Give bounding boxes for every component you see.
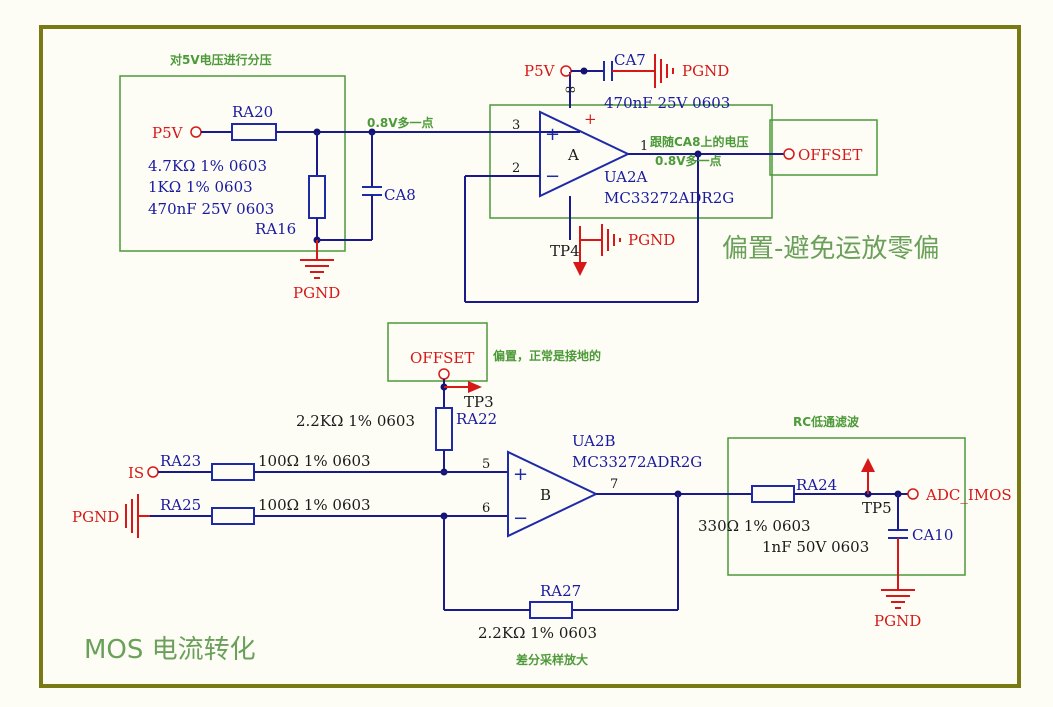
ca10-value: 1nF 50V 0603 (762, 538, 869, 556)
opamp-a-vplus-mark: + (584, 110, 597, 128)
junction (580, 67, 588, 75)
is-label: IS (128, 464, 144, 482)
ra16-ref: RA16 (255, 220, 296, 238)
divider-title: 对5V电压进行分压 (170, 52, 272, 67)
resistor-ra23 (211, 463, 255, 481)
p5v-left-port (190, 126, 202, 138)
follow-note-1: 跟随CA8上的电压 (650, 134, 748, 149)
pgnd-opamp-a-label: PGND (628, 231, 675, 249)
opamp-b-pin5: 5 (482, 457, 490, 472)
mos-section-title: MOS 电流转化 (84, 635, 256, 665)
offset-out-port (783, 148, 795, 160)
opamp-a-pin2: 2 (512, 161, 520, 176)
ra22-ref: RA22 (456, 410, 497, 428)
ca8-ref: CA8 (384, 186, 416, 204)
tp4-arrow (573, 262, 587, 276)
ca10-ref: CA10 (912, 526, 953, 544)
offset-out-label: OFFSET (798, 146, 862, 164)
opamp-a-ref: UA2A (604, 168, 648, 186)
offset-in-label: OFFSET (410, 349, 474, 367)
offset-note: 偏置，正常是接地的 (493, 348, 601, 363)
ra20-ref: RA20 (232, 103, 273, 121)
resistor-ra22 (435, 407, 453, 451)
ra27-value: 2.2KΩ 1% 0603 (478, 624, 597, 642)
ra23-value: 100Ω 1% 0603 (258, 452, 371, 470)
nc-mark: ∞ (564, 80, 577, 98)
tp4-label: TP4 (550, 242, 580, 260)
ra24-value: 330Ω 1% 0603 (698, 517, 811, 535)
opamp-a-pin1: 1 (640, 139, 648, 154)
ra27-ref: RA27 (540, 582, 581, 600)
opamp-a-minus: − (545, 166, 560, 187)
ra24-ref: RA24 (796, 476, 837, 494)
opamp-a-unit: A (567, 146, 579, 164)
pgnd-ca10-label: PGND (874, 612, 921, 630)
pgnd-divider-label: PGND (293, 284, 340, 302)
opamp-a-group-box (489, 104, 773, 219)
adc-port (907, 488, 919, 500)
opamp-a-pin3: 3 (512, 118, 520, 133)
opamp-b-part: MC33272ADR2G (572, 453, 702, 471)
offset-out-box (769, 119, 878, 176)
opamp-b-pin6: 6 (482, 501, 490, 516)
rc-filter-title: RC低通滤波 (793, 414, 860, 429)
resistor-ra27 (529, 601, 573, 619)
net-08v-label: 0.8V多一点 (367, 115, 434, 130)
offset-in-box (387, 322, 488, 382)
p5v-left-label: P5V (152, 124, 184, 142)
opamp-b-unit: B (540, 486, 551, 504)
ca7-value: 470nF 25V 0603 (604, 94, 730, 112)
opamp-a-plus: + (545, 124, 560, 145)
divider-group-box (119, 75, 346, 252)
is-port (147, 466, 159, 478)
rc-filter-box (727, 437, 966, 576)
opamp-b-symbol (507, 450, 599, 538)
opamp-a-symbol (539, 110, 631, 198)
ca7-ref: CA7 (614, 51, 646, 69)
follow-note-2: 0.8V多一点 (655, 153, 722, 168)
resistor-ra20 (231, 123, 277, 141)
ra25-value: 100Ω 1% 0603 (258, 496, 371, 514)
opamp-b-ref: UA2B (572, 432, 616, 450)
ca8-value: 470nF 25V 0603 (148, 200, 274, 218)
pgnd-ca7-label: PGND (682, 62, 729, 80)
opamp-b-minus: − (513, 508, 528, 529)
p5v-top-label: P5V (524, 62, 556, 80)
diff-note: 差分采样放大 (515, 652, 588, 667)
p5v-top-port (560, 65, 572, 77)
tp5-label: TP5 (862, 499, 892, 517)
ra16-value: 1KΩ 1% 0603 (148, 178, 253, 196)
opamp-b-pin7: 7 (610, 477, 618, 492)
tp3-arrow (468, 381, 482, 393)
resistor-ra16 (308, 175, 326, 219)
offset-in-port (438, 368, 450, 380)
resistor-ra24 (751, 485, 795, 503)
opamp-a-part: MC33272ADR2G (604, 189, 734, 207)
ra22-value: 2.2KΩ 1% 0603 (296, 412, 415, 430)
adc-label: ADC_IMOS (925, 486, 1012, 504)
pgnd-left-label: PGND (72, 508, 119, 526)
ra25-ref: RA25 (160, 496, 201, 514)
sheet-frame (39, 25, 1021, 688)
ra23-ref: RA23 (160, 452, 201, 470)
tp3-label: TP3 (464, 393, 494, 411)
resistor-ra25 (211, 507, 255, 525)
tp5-arrow (861, 458, 875, 472)
ra20-value: 4.7KΩ 1% 0603 (148, 157, 267, 175)
opamp-b-plus: + (513, 464, 528, 485)
offset-section-title: 偏置-避免运放零偏 (722, 234, 939, 264)
